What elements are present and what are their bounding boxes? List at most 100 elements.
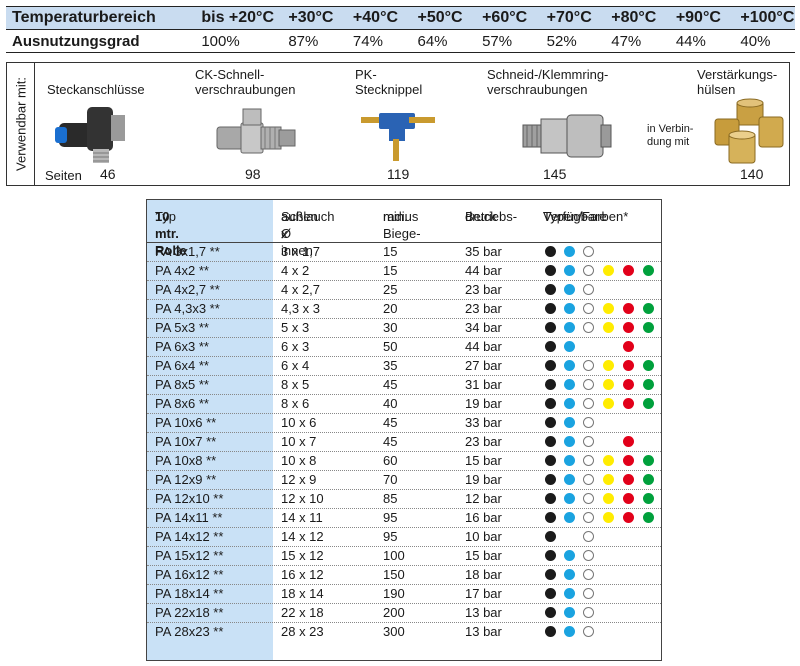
bend-radius-cell: 45 (383, 377, 398, 392)
color-dot-yellow (603, 398, 614, 409)
color-dot-blue (564, 436, 575, 447)
bend-radius-cell: 95 (383, 510, 398, 525)
type-cell: PA 5x3 ** (155, 320, 209, 335)
fitting-name-line2: hülsen (697, 82, 736, 97)
hose-table-header: Typ 10 mtr. Rolle Schlauch Ø außen x inn… (147, 200, 661, 258)
pressure-cell: 19 bar (465, 472, 502, 487)
page-number: 98 (245, 166, 261, 182)
hose-size-cell: 8 x 6 (281, 396, 310, 411)
header-schlauch-line1: Schlauch Ø (281, 209, 335, 241)
color-dot-natural (583, 246, 594, 257)
type-cell: PA 6x4 ** (155, 358, 209, 373)
page-number: 119 (387, 166, 410, 182)
color-dot-red (623, 474, 634, 485)
compression-fitting-icon (522, 114, 612, 158)
color-dot-green (643, 493, 654, 504)
header-schlauch-line2: außen x innen (281, 209, 318, 258)
color-dot-yellow (603, 360, 614, 371)
color-dot-blue (564, 550, 575, 561)
bend-radius-cell: 60 (383, 453, 398, 468)
hose-size-cell: 28 x 23 (281, 624, 324, 639)
type-cell: PA 8x5 ** (155, 377, 209, 392)
color-dot-natural (583, 455, 594, 466)
color-dot-red (623, 379, 634, 390)
pressure-cell: 33 bar (465, 415, 502, 430)
type-cell: PA 10x6 ** (155, 415, 217, 430)
type-cell: PA 4,3x3 ** (155, 301, 220, 316)
bend-radius-cell: 200 (383, 605, 405, 620)
plug-nipple-icon (361, 113, 435, 161)
color-dot-black (545, 626, 556, 637)
bend-radius-cell: 85 (383, 491, 398, 506)
color-dot-blue (564, 360, 575, 371)
color-dot-blue (564, 588, 575, 599)
color-dot-blue (564, 417, 575, 428)
page-number: 46 (100, 166, 116, 182)
color-dot-yellow (603, 303, 614, 314)
hose-size-cell: 6 x 3 (281, 339, 310, 354)
in-connection-line1: in Verbin- (647, 123, 694, 135)
hose-size-cell: 10 x 7 (281, 434, 317, 449)
color-dot-black (545, 303, 556, 314)
type-cell: PA 28x23 ** (155, 624, 224, 639)
hose-size-cell: 14 x 12 (281, 529, 324, 544)
fitting-name-line2: Stecknippel (355, 82, 423, 97)
color-dot-blue (564, 265, 575, 276)
color-dot-black (545, 246, 556, 257)
util-cell: 52% (546, 32, 577, 50)
pressure-cell: 10 bar (465, 529, 502, 544)
color-dot-black (545, 341, 556, 352)
color-dot-black (545, 607, 556, 618)
pressure-cell: 12 bar (465, 491, 502, 506)
pressure-cell: 23 bar (465, 282, 502, 297)
util-cell: 74% (352, 32, 383, 50)
color-dot-yellow (603, 493, 614, 504)
type-cell: PA 14x11 ** (155, 510, 223, 525)
color-dot-black (545, 550, 556, 561)
bend-radius-cell: 40 (383, 396, 398, 411)
hose-size-cell: 18 x 14 (281, 586, 324, 601)
page-ref: 119 (387, 167, 409, 182)
temperature-label: Temperaturbereich (12, 9, 156, 26)
color-dot-blue (564, 474, 575, 485)
bend-radius-cell: 70 (383, 472, 398, 487)
type-cell: PA 8x6 ** (155, 396, 209, 411)
color-dot-natural (583, 512, 594, 523)
color-dot-natural (583, 398, 594, 409)
temp-cell: +100°C (740, 9, 795, 26)
color-dot-blue (564, 322, 575, 333)
color-dot-green (643, 474, 654, 485)
reinforcement-sleeve-icon (714, 98, 784, 164)
type-cell: PA 12x9 ** (155, 472, 217, 487)
bend-radius-cell: 50 (383, 339, 398, 354)
fitting-name-line1: Verstärkungs- (697, 67, 778, 82)
type-cell: PA 12x10 ** (155, 491, 224, 506)
color-dot-green (643, 512, 654, 523)
temp-cell: +60°C (482, 9, 528, 26)
color-dot-black (545, 474, 556, 485)
header-typ-line2: 10 mtr. Rolle (155, 209, 187, 258)
color-dot-red (623, 398, 634, 409)
color-dot-black (545, 531, 556, 542)
bend-radius-cell: 35 (383, 358, 398, 373)
color-dot-black (545, 588, 556, 599)
type-cell: PA 14x12 ** (155, 529, 224, 544)
color-dot-natural (583, 284, 594, 295)
temperature-row: Temperaturbereich bis +20°C +30°C +40°C … (6, 7, 795, 29)
type-cell: PA 10x8 ** (155, 453, 217, 468)
color-dot-natural (583, 265, 594, 276)
util-cell: 87% (288, 32, 319, 50)
header-biege-line2: radius (383, 209, 419, 224)
color-dot-black (545, 417, 556, 428)
header-druck-line1: Betriebs- (465, 209, 518, 224)
color-dot-red (623, 512, 634, 523)
bend-radius-cell: 100 (383, 548, 405, 563)
type-cell: PA 4x2,7 ** (155, 282, 220, 297)
